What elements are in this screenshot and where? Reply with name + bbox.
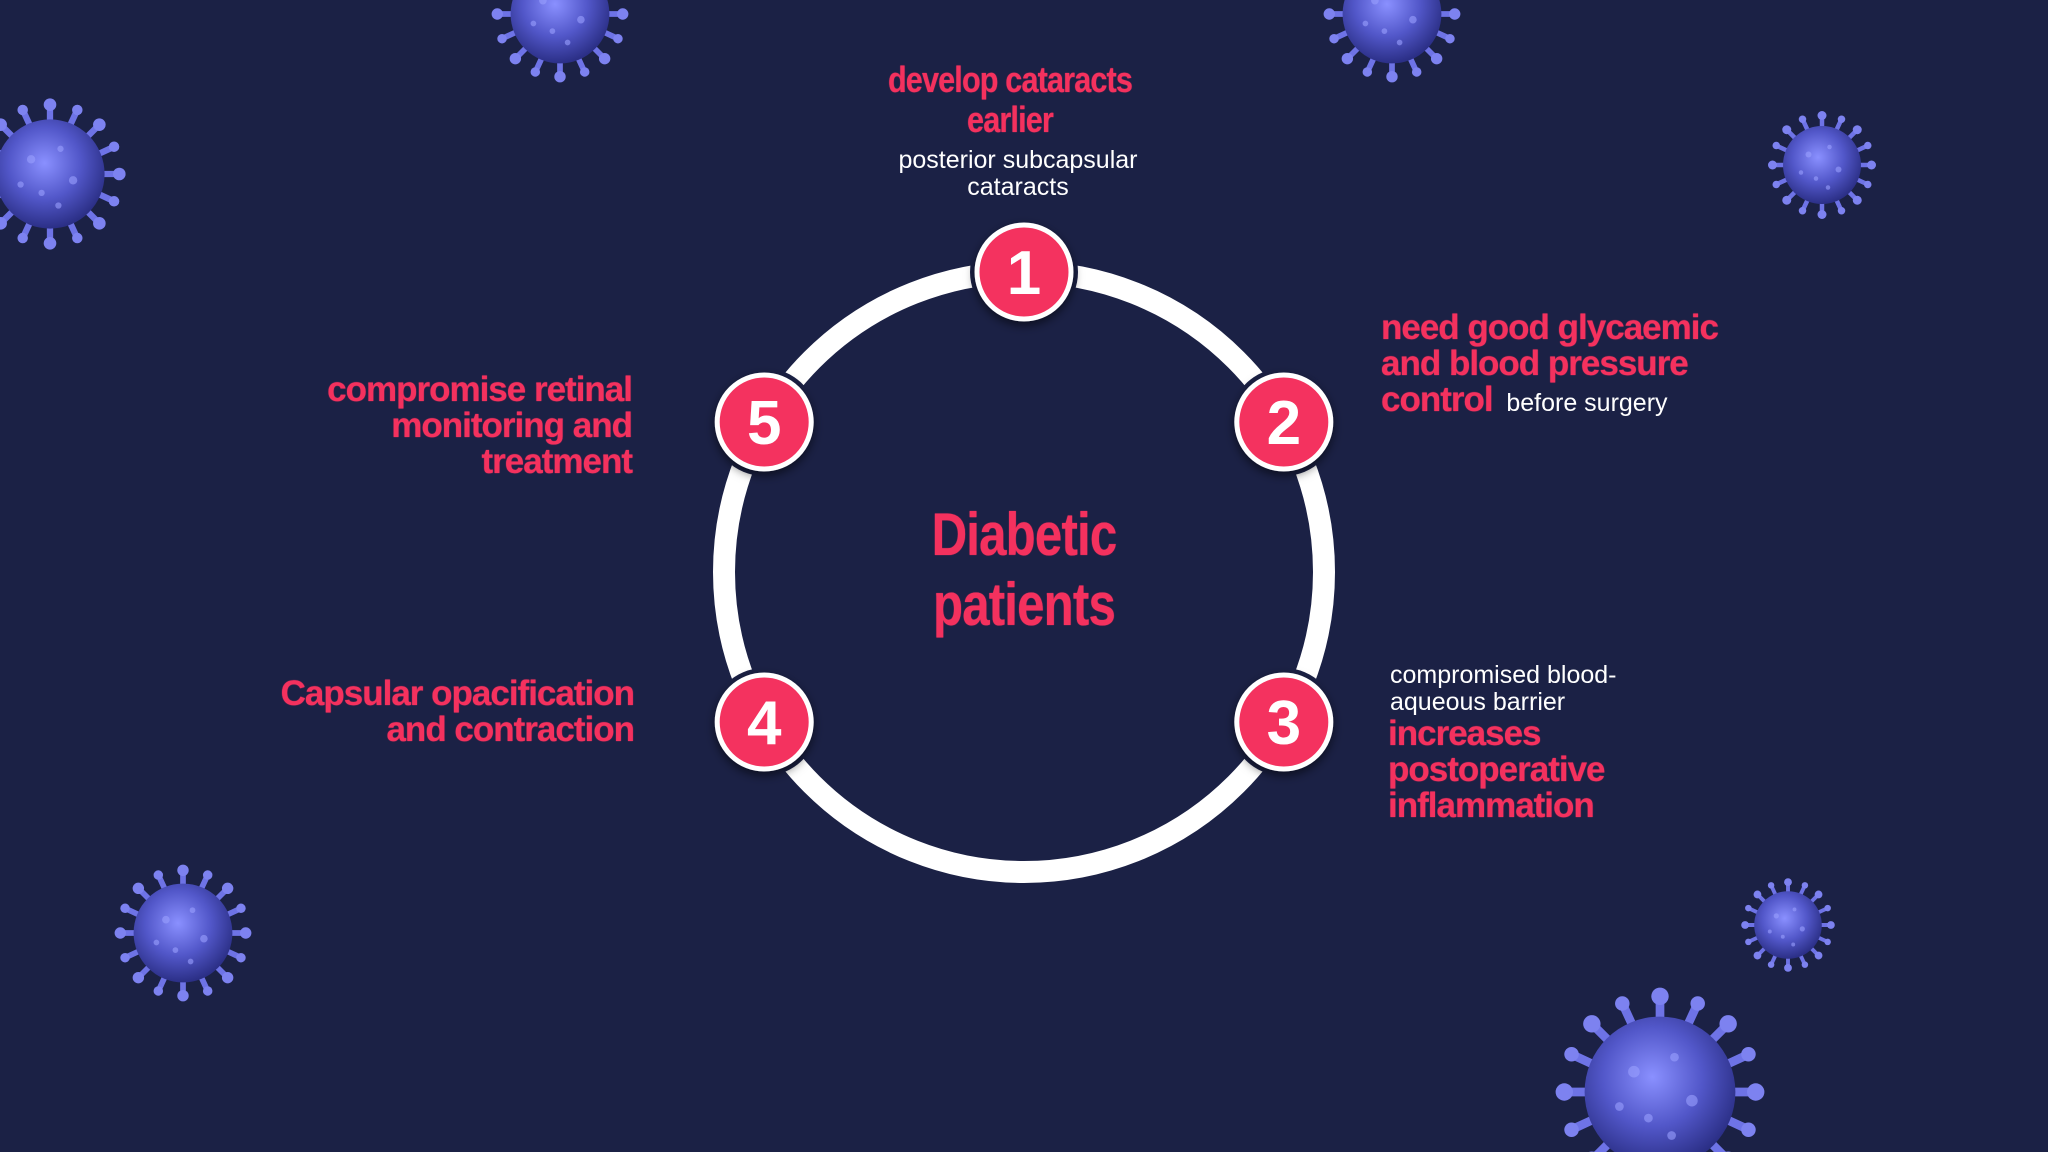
step-5-node: 5 bbox=[710, 368, 819, 476]
step-2-subtext: before surgery bbox=[1506, 389, 1668, 417]
step-2-node: 2 bbox=[1229, 368, 1338, 476]
step-1-heading: develop cataracts earlier bbox=[887, 59, 1133, 140]
virus-icon bbox=[115, 865, 252, 1002]
step-badge bbox=[1234, 672, 1334, 772]
step-number: 5 bbox=[747, 389, 781, 458]
virus-icon bbox=[1556, 988, 1765, 1152]
step-badge bbox=[714, 672, 814, 772]
step-badge bbox=[974, 222, 1074, 322]
step-badge bbox=[714, 372, 814, 472]
step-3-node: 3 bbox=[1229, 668, 1338, 776]
step-2-text: need good glycaemic and blood pressure c… bbox=[1381, 310, 1741, 418]
step-1-subtext: posterior subcapsular cataracts bbox=[898, 146, 1138, 201]
step-4-heading: Capsular opacification and contraction bbox=[280, 674, 635, 749]
step-number: 1 bbox=[1007, 239, 1041, 308]
step-number: 4 bbox=[747, 689, 782, 758]
step-badge bbox=[1234, 372, 1334, 472]
step-number: 2 bbox=[1267, 389, 1301, 458]
step-4-node: 4 bbox=[710, 668, 819, 776]
virus-icon bbox=[1324, 0, 1461, 82]
center-title: Diabetic patients bbox=[931, 501, 1118, 638]
step-number: 3 bbox=[1267, 689, 1301, 758]
virus-icon bbox=[1739, 876, 1837, 974]
step-3-heading: increases postoperative inflammation bbox=[1388, 714, 1606, 825]
virus-icon bbox=[492, 0, 629, 82]
step-5-heading: compromise retinal monitoring and treatm… bbox=[327, 370, 633, 481]
step-3-subtext: compromised blood-aqueous barrier bbox=[1390, 661, 1617, 716]
step-2-heading: need good glycaemic and blood pressure c… bbox=[1381, 308, 1719, 419]
virus-icon bbox=[0, 98, 126, 249]
virus-icon bbox=[1768, 111, 1876, 219]
step-1-node: 1 bbox=[970, 218, 1078, 326]
